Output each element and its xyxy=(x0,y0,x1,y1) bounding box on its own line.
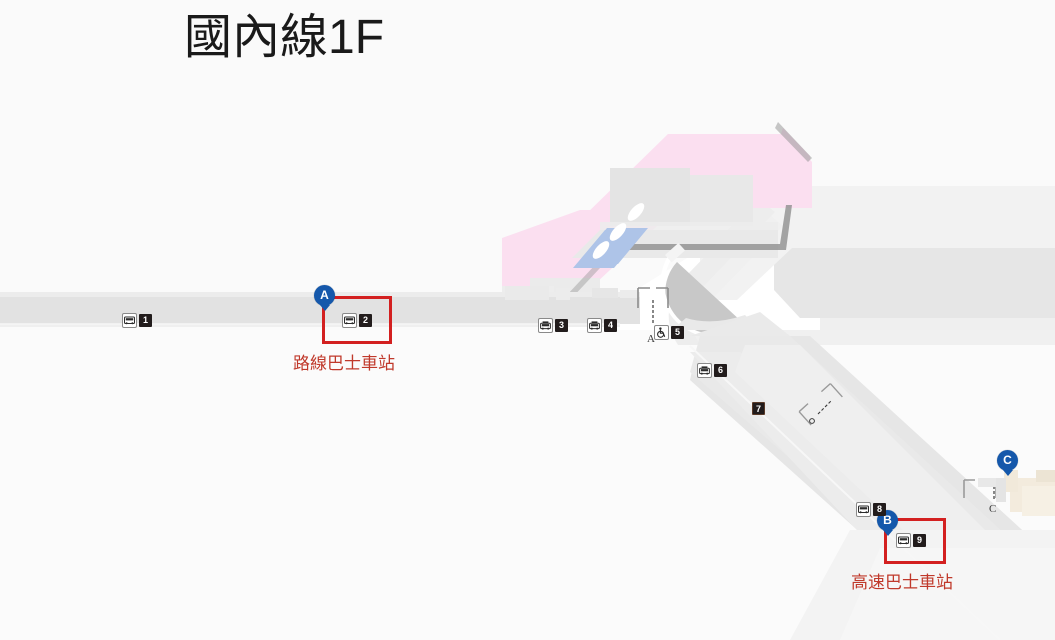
taxi-icon xyxy=(538,318,553,333)
map-pin-c-label: C xyxy=(1003,453,1012,467)
poi-accessible-stop-5[interactable]: 5 xyxy=(654,325,684,340)
poi-taxi-stand-6[interactable]: 6 xyxy=(697,363,727,378)
caption-route-bus-station: 路線巴士車站 xyxy=(293,354,395,373)
taxi-icon xyxy=(587,318,602,333)
poi-number-badge: 1 xyxy=(139,314,152,327)
poi-number-badge: 2 xyxy=(359,314,372,327)
highlight-box-express-bus xyxy=(884,518,946,564)
caption-express-bus-station: 高速巴士車站 xyxy=(851,573,953,592)
map-pin-b-label: B xyxy=(883,513,892,527)
poi-bus-stop-1[interactable]: 1 xyxy=(122,313,152,328)
poi-bus-stop-9[interactable]: 9 xyxy=(896,533,926,548)
bus-icon xyxy=(122,313,137,328)
poi-taxi-stand-3[interactable]: 3 xyxy=(538,318,568,333)
wheelchair-icon xyxy=(654,325,669,340)
poi-number-badge: 8 xyxy=(873,503,886,516)
taxi-icon xyxy=(697,363,712,378)
section-label-c: C xyxy=(989,503,997,515)
poi-number-badge: 7 xyxy=(752,402,765,415)
map-pin-a-label: A xyxy=(320,288,329,302)
map-pin-c[interactable]: C xyxy=(997,450,1018,471)
poi-number-badge: 3 xyxy=(555,319,568,332)
poi-number-badge: 4 xyxy=(604,319,617,332)
bus-icon xyxy=(342,313,357,328)
poi-number-badge: 6 xyxy=(714,364,727,377)
highlight-box-route-bus xyxy=(322,296,392,344)
bus-icon xyxy=(896,533,911,548)
bus-icon xyxy=(856,502,871,517)
poi-number-badge: 5 xyxy=(671,326,684,339)
page-title: 國內線1F xyxy=(184,11,385,64)
map-pin-a[interactable]: A xyxy=(314,285,335,306)
poi-taxi-stand-4[interactable]: 4 xyxy=(587,318,617,333)
poi-number-badge: 9 xyxy=(913,534,926,547)
poi-bus-stop-8[interactable]: 8 xyxy=(856,502,886,517)
section-label-a: A xyxy=(647,333,655,345)
poi-bus-stop-2[interactable]: 2 xyxy=(342,313,372,328)
poi-marker-7[interactable]: 7 xyxy=(752,402,765,415)
